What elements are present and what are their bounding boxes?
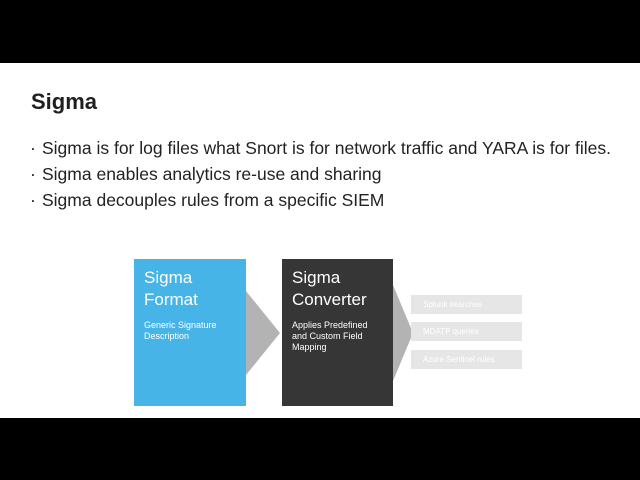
sigma-format-title-line2: Format — [144, 290, 198, 309]
sigma-converter-description: Applies Predefined and Custom Field Mapp… — [292, 320, 368, 352]
bullet-text: Sigma is for log files what Snort is for… — [42, 138, 611, 158]
bullet-text: Sigma decouples rules from a specific SI… — [42, 190, 385, 210]
chevron-arrow-icon — [246, 291, 280, 375]
chevron-arrow-icon — [393, 285, 413, 381]
bullet-list: · Sigma is for log files what Snort is fo… — [30, 137, 620, 215]
bullet-text: Sigma enables analytics re-use and shari… — [42, 164, 382, 184]
bullet-item: · Sigma decouples rules from a specific S… — [30, 189, 620, 211]
sigma-converter-title-line1: Sigma — [292, 268, 341, 287]
sigma-converter-title-line2: Converter — [292, 290, 367, 309]
sigma-converter-box: Sigma Converter Applies Predefined and C… — [282, 259, 393, 406]
sigma-format-box: Sigma Format Generic Signature Descripti… — [134, 259, 246, 406]
bullet-item: · Sigma is for log files what Snort is fo… — [30, 137, 620, 159]
sigma-format-description: Generic Signature Description — [144, 320, 217, 341]
output-azure-sentinel-rules: Azure Sentinel rules — [411, 350, 522, 369]
slide: Sigma · Sigma is for log files what Snort… — [0, 63, 640, 418]
slide-title: Sigma — [31, 89, 98, 114]
bullet-dot: · — [30, 138, 36, 158]
bullet-item: · Sigma enables analytics re-use and shar… — [30, 163, 620, 185]
output-mdatp-queries: MDATP queries — [411, 322, 522, 341]
bullet-dot: · — [30, 164, 36, 184]
sigma-format-title-line1: Sigma — [144, 268, 193, 287]
output-splunk-searches: Splunk searches — [411, 295, 522, 314]
bullet-dot: · — [30, 190, 36, 210]
